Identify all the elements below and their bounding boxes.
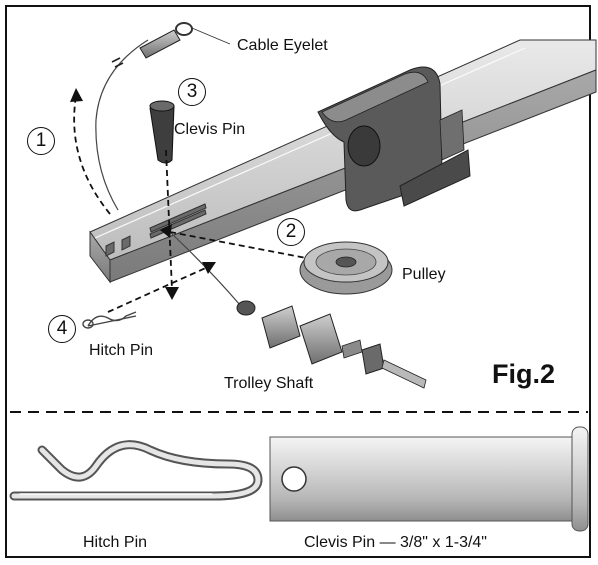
label-cable-eyelet: Cable Eyelet — [237, 37, 328, 55]
figure-label: Fig.2 — [492, 359, 555, 390]
cable-eyelet — [140, 23, 230, 58]
step-number-2: 2 — [277, 218, 305, 246]
label-pulley: Pulley — [402, 266, 446, 284]
clevis-pin-small — [150, 101, 174, 163]
clevis-pin-detail — [270, 427, 588, 531]
step-number-3: 3 — [178, 78, 206, 106]
detail-label-clevis-pin: Clevis Pin — 3/8" x 1-3/4" — [304, 534, 487, 552]
hitch-pin-detail — [14, 445, 258, 496]
label-hitch-pin: Hitch Pin — [89, 342, 153, 360]
label-clevis-pin: Clevis Pin — [174, 121, 245, 139]
step-number-1: 1 — [27, 127, 55, 155]
detail-label-hitch-pin: Hitch Pin — [83, 534, 147, 552]
label-trolley-shaft: Trolley Shaft — [224, 375, 313, 393]
pulley — [300, 242, 392, 294]
hitch-pin-small — [83, 312, 136, 328]
step-number-4: 4 — [48, 315, 76, 343]
